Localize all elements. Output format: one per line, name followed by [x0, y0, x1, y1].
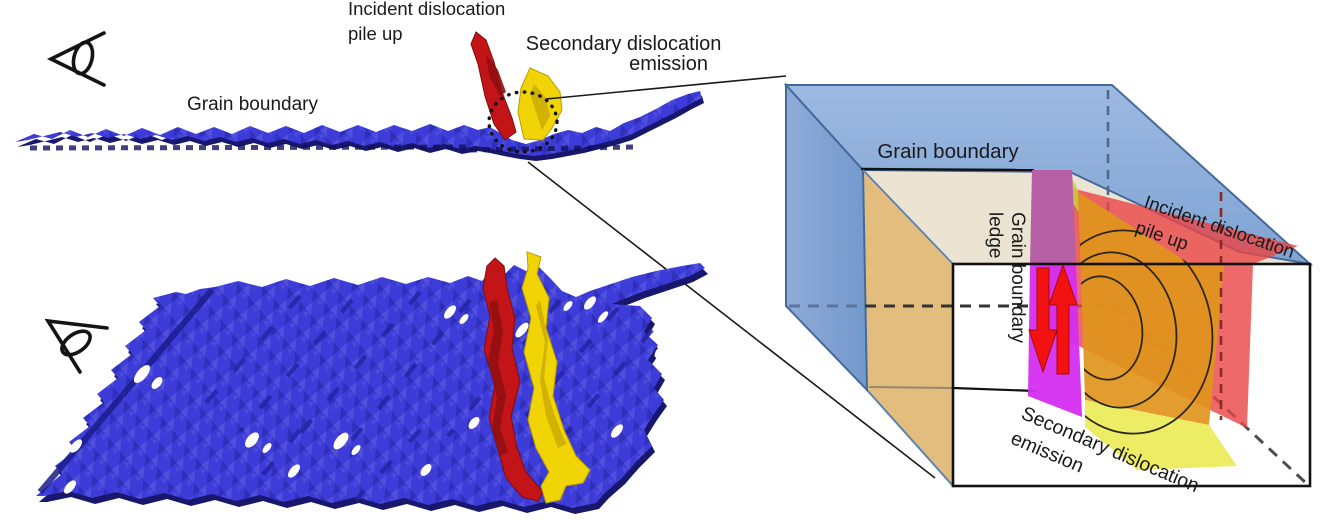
- callout-lines: [527, 75, 936, 479]
- incident-pileup-label: Incident dislocation pile up: [348, 0, 511, 44]
- schematic-box: Grain boundary Grain boundary ledge Inci…: [783, 82, 1314, 497]
- callout-line-lower: [527, 161, 936, 479]
- callout-line-upper: [545, 75, 787, 100]
- zoom-callout-circle: [487, 90, 559, 154]
- grain-boundary-ledge-label: Grain boundary ledge: [985, 212, 1029, 348]
- plan-surface-holes: [64, 296, 690, 494]
- incident-structure-shade: [486, 54, 506, 96]
- eye-icon-plan-view: [44, 318, 109, 374]
- secondary-emission-plane: [1078, 192, 1224, 425]
- plan-surface-facets: [36, 263, 705, 508]
- surface-under-edge: [29, 144, 637, 153]
- upward-arrow: [1048, 263, 1078, 375]
- dislocation-loops: [1078, 229, 1214, 435]
- incident-plan-shade: [488, 300, 508, 456]
- terrace-front-edge-upper: [860, 167, 1035, 172]
- secondary-emission-label: Secondary dislocation emission: [526, 33, 727, 75]
- secondary-plan-shade: [536, 300, 566, 448]
- box-bottom-left-edge: [866, 389, 954, 487]
- lower-terrace-edge: [952, 386, 1037, 393]
- side-view-3d-render: Grain boundary Incident dislocation pile…: [15, 0, 727, 161]
- incident-dislocation-structure-side: [470, 31, 517, 141]
- plan-view-3d-render: [36, 251, 708, 514]
- grain-boundary-label-side: Grain boundary: [187, 94, 318, 115]
- grain-boundary-ledge-upper: [1030, 170, 1076, 264]
- secondary-structure-shade: [530, 84, 550, 130]
- downward-arrow: [1028, 267, 1058, 374]
- lower-terrace-edge-faint: [868, 386, 954, 389]
- box-front-outline: [951, 262, 1312, 488]
- plan-surface-ridge: [37, 288, 215, 494]
- eye-icon-side-view: [46, 31, 106, 87]
- terrace-fold-edge: [862, 169, 954, 265]
- grain-boundary-label-schematic: Grain boundary: [877, 140, 1019, 163]
- secondary-emission-plane-lower: [1085, 400, 1237, 470]
